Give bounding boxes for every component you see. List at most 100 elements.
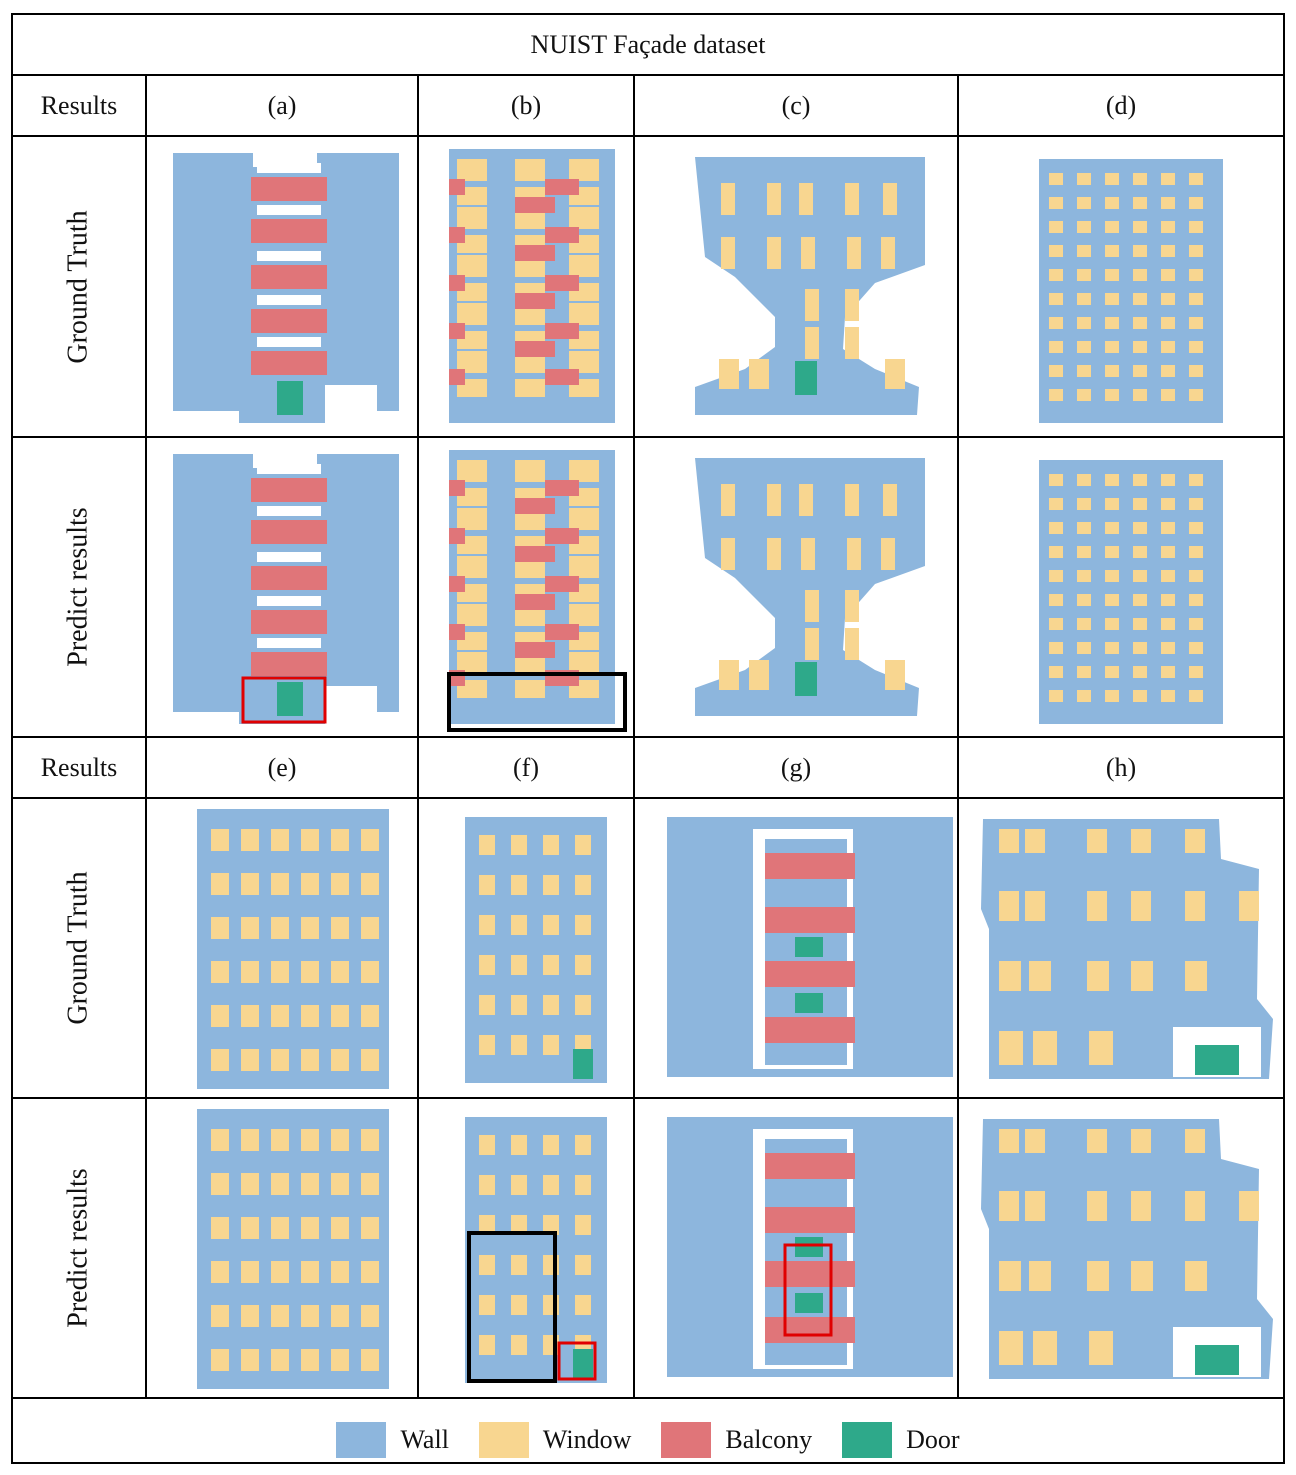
- window: [1189, 197, 1203, 209]
- column-label-h: (h): [1105, 752, 1137, 782]
- window: [999, 1191, 1019, 1221]
- facade-e-predict: [147, 1099, 417, 1397]
- window: [1133, 389, 1147, 401]
- window: [331, 917, 349, 939]
- legend: Wall Window Balcony Door: [11, 1413, 1285, 1467]
- column-label-b: (b): [510, 90, 542, 120]
- window: [271, 1173, 289, 1195]
- window: [1049, 245, 1063, 257]
- highlight-box-red: [783, 1243, 833, 1337]
- results-header-bottom: Results: [40, 752, 118, 782]
- wall-right: [317, 454, 399, 686]
- window: [1025, 829, 1045, 853]
- window: [271, 873, 289, 895]
- window: [1049, 221, 1063, 233]
- results-header-top: Results: [40, 90, 118, 120]
- window: [885, 660, 905, 690]
- window: [999, 1031, 1023, 1065]
- window: [1133, 498, 1147, 510]
- window: [847, 237, 861, 269]
- window: [1189, 317, 1203, 329]
- window: [1105, 474, 1119, 486]
- window: [1077, 666, 1091, 678]
- window: [543, 915, 559, 935]
- window: [1185, 1129, 1205, 1153]
- window: [301, 917, 319, 939]
- wall-right-step: [377, 385, 399, 411]
- window: [1077, 269, 1091, 281]
- facade-h-predict-graphic: [981, 1119, 1273, 1379]
- window: [569, 508, 599, 530]
- window: [1105, 317, 1119, 329]
- wall-right-step: [377, 686, 399, 712]
- window: [1087, 891, 1107, 921]
- window: [211, 1305, 229, 1327]
- facade-a-predict-graphic: [173, 454, 399, 724]
- window: [1133, 317, 1147, 329]
- balcony: [545, 323, 579, 339]
- balcony: [515, 341, 555, 357]
- figure-table: NUIST Façade dataset Results (a) (b) (c)…: [11, 13, 1285, 1464]
- window: [1133, 269, 1147, 281]
- window: [1105, 618, 1119, 630]
- window: [361, 1349, 379, 1371]
- window: [515, 379, 545, 397]
- window: [479, 1035, 495, 1055]
- window: [569, 207, 599, 229]
- window: [457, 556, 487, 578]
- facade-h-predict: [959, 1099, 1283, 1397]
- window: [1133, 173, 1147, 185]
- window: [575, 1295, 591, 1315]
- window: [721, 484, 735, 516]
- window: [301, 1261, 319, 1283]
- window: [767, 183, 781, 215]
- window: [569, 652, 599, 674]
- window: [801, 237, 815, 269]
- window: [1077, 498, 1091, 510]
- window: [271, 1005, 289, 1027]
- window: [1077, 642, 1091, 654]
- window: [241, 1049, 259, 1071]
- table-title: NUIST Façade dataset: [530, 29, 766, 59]
- balcony: [545, 227, 579, 243]
- window: [457, 604, 487, 626]
- door: [277, 682, 303, 716]
- door: [573, 1049, 593, 1079]
- window: [999, 1331, 1023, 1365]
- balcony: [251, 177, 327, 201]
- balcony: [545, 480, 579, 496]
- window: [1133, 197, 1147, 209]
- door: [795, 993, 823, 1013]
- window: [1087, 961, 1109, 991]
- window: [801, 538, 815, 570]
- window: [1049, 293, 1063, 305]
- row-label-predict-bottom: Predict results: [63, 1168, 95, 1328]
- window: [1049, 389, 1063, 401]
- facade-b-predict-graphic: [447, 450, 627, 732]
- window: [1105, 365, 1119, 377]
- window: [1161, 197, 1175, 209]
- window: [1105, 389, 1119, 401]
- window: [1161, 594, 1175, 606]
- window: [1161, 666, 1175, 678]
- window: [271, 1305, 289, 1327]
- window: [1189, 666, 1203, 678]
- window: [457, 460, 487, 482]
- window: [211, 1349, 229, 1371]
- window: [805, 289, 819, 321]
- window: [719, 660, 739, 690]
- window: [479, 1215, 495, 1235]
- door: [795, 361, 817, 395]
- window: [1049, 546, 1063, 558]
- window: [999, 829, 1019, 853]
- balcony: [765, 1017, 855, 1043]
- window: [361, 1129, 379, 1151]
- window: [1049, 642, 1063, 654]
- window: [1239, 891, 1259, 921]
- window: [361, 1217, 379, 1239]
- window: [271, 1129, 289, 1151]
- balcony: [251, 265, 327, 289]
- balcony: [449, 275, 465, 291]
- facade-a-predict: [147, 438, 417, 736]
- window: [721, 237, 735, 269]
